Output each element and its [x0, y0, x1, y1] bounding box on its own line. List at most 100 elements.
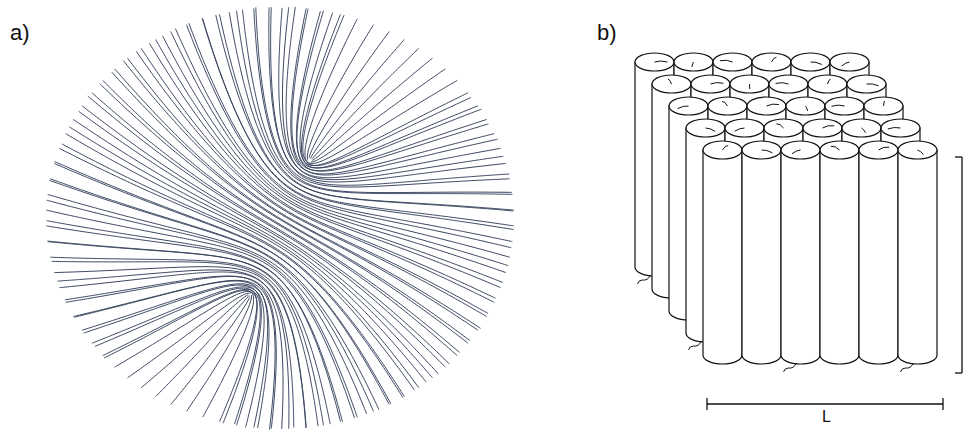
cylinder-top [808, 75, 847, 93]
cylinder-top [725, 119, 764, 137]
field-line [219, 14, 513, 229]
field-line [103, 289, 260, 424]
chain-end [879, 147, 890, 150]
cylinder-top [652, 75, 691, 93]
cylinder-top [635, 53, 674, 71]
cylinder-top [752, 53, 791, 71]
cylinder-top [786, 97, 825, 115]
dimension-line [707, 403, 943, 404]
field-line [66, 276, 283, 428]
field-line [279, 8, 501, 178]
dimension-tick [955, 372, 962, 373]
cylinder-side [898, 150, 937, 364]
cylinder [742, 141, 781, 364]
field-line [74, 281, 267, 428]
chain-end [884, 101, 885, 106]
field-line [104, 290, 253, 417]
field-line [186, 295, 251, 411]
field-line [95, 288, 257, 422]
field-line [73, 280, 275, 429]
chain-tail [689, 341, 702, 350]
chain-end [762, 150, 773, 153]
chain-end [723, 146, 729, 150]
cylinder-top [669, 97, 708, 115]
chain-end [888, 127, 901, 128]
chain-end [722, 101, 727, 106]
chain-end [776, 124, 783, 128]
panel-label: a) [10, 22, 30, 44]
cylinder-top [742, 141, 781, 159]
field-line [54, 163, 391, 403]
cylinder [859, 141, 898, 364]
field-line [254, 8, 512, 192]
cylinder-top [803, 119, 842, 137]
field-line [297, 11, 489, 171]
dimension-tick [942, 398, 943, 410]
field-line [312, 58, 432, 160]
field-line [136, 51, 487, 317]
cylinder-side [781, 150, 820, 364]
chain-tail [784, 363, 797, 372]
field-line [171, 297, 250, 405]
cylinder-top [881, 119, 920, 137]
cylinder-top [769, 75, 808, 93]
cylinder-top [864, 97, 903, 115]
cylinder-top [820, 141, 859, 159]
cylinder-top [791, 53, 830, 71]
chain-end [828, 79, 831, 84]
field-line [203, 19, 511, 248]
field-line [156, 39, 496, 298]
chain-end [867, 84, 879, 86]
cylinder-side [859, 150, 898, 364]
chain-end [655, 61, 668, 62]
chain-end [832, 105, 845, 106]
chain-end [776, 83, 789, 84]
cylinder [820, 141, 859, 364]
cylinder-top [674, 53, 713, 71]
chain-end [706, 128, 716, 131]
chain-end [806, 106, 808, 111]
field-line [127, 293, 250, 378]
field-line [186, 25, 508, 266]
dimension-label: L [819, 409, 834, 425]
field-line [100, 84, 457, 356]
cylinder-top [747, 97, 786, 115]
cylinder-side [820, 150, 859, 364]
field-line [243, 10, 513, 195]
chain-end [862, 128, 866, 133]
cylinder-side [742, 150, 781, 364]
director-field [46, 7, 513, 430]
cylinder [703, 141, 742, 364]
dimension-tick [706, 398, 707, 410]
field-line [54, 267, 306, 428]
field-line [202, 18, 512, 242]
field-line [302, 14, 482, 168]
field-line [312, 48, 419, 159]
cylinder-side [703, 150, 742, 364]
field-line [84, 285, 262, 425]
cylinder-top [708, 97, 747, 115]
cylinder-top [781, 141, 820, 159]
cylinder-top [825, 97, 864, 115]
chain-end [842, 62, 850, 66]
chain-end [735, 128, 745, 131]
cylinder-top [764, 119, 803, 137]
field-line [271, 7, 510, 185]
chain-end [749, 84, 750, 89]
field-line [59, 272, 293, 428]
field-line [311, 69, 445, 162]
cylinder-top [859, 141, 898, 159]
field-line [82, 106, 438, 374]
dimension-lines [707, 157, 962, 410]
chain-end [767, 104, 779, 106]
field-line [92, 287, 264, 428]
cylinder-top [691, 75, 730, 93]
field-line [256, 7, 510, 187]
chain-end [823, 126, 835, 128]
chain-tail [901, 363, 914, 372]
cylinder-top [703, 141, 742, 159]
field-line [156, 295, 250, 396]
cylinder-top [686, 119, 725, 137]
panel-label: b) [597, 22, 617, 44]
chain-tail [638, 275, 651, 284]
